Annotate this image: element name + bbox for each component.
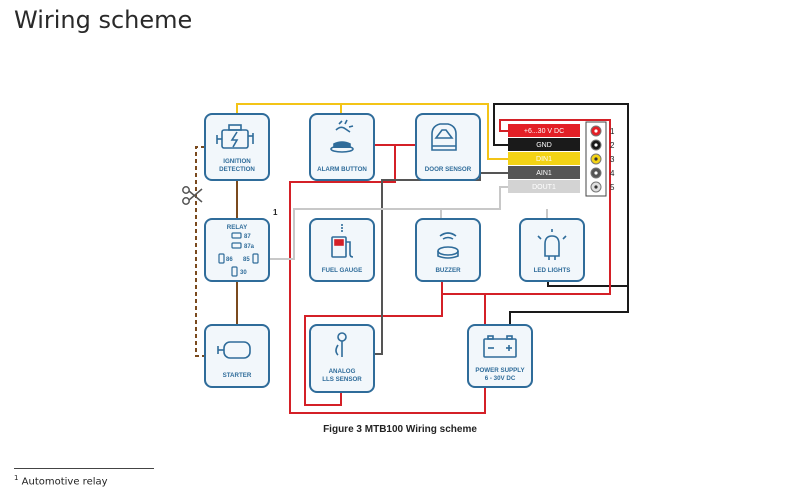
power-label-2: 6 - 30V DC — [485, 375, 516, 382]
analog-lls-sensor-box: ANALOG LLS SENSOR — [309, 324, 375, 393]
figure-caption: Figure 3 MTB100 Wiring scheme — [323, 424, 477, 435]
footnote: 1 Automotive relay — [14, 474, 108, 487]
battery-icon — [483, 335, 517, 358]
door-label: DOOR SENSOR — [425, 166, 472, 173]
relay-title: RELAY — [227, 224, 248, 231]
pin-3-label: DIN1 — [536, 156, 552, 163]
ignition-label-1: IGNITION — [223, 158, 251, 165]
pin-4-label: AIN1 — [536, 170, 552, 177]
led-label: LED LIGHTS — [534, 267, 571, 274]
analog-label-1: ANALOG — [329, 368, 356, 375]
fuel-pump-icon — [331, 224, 354, 258]
wire-power-e — [304, 294, 443, 406]
relay-pin-87: 87 — [244, 234, 251, 240]
wire-gnd — [493, 103, 629, 325]
probe-icon — [335, 332, 347, 357]
engine-icon — [216, 124, 254, 149]
starter-box: STARTER — [204, 324, 270, 388]
alarm-label: ALARM BUTTON — [317, 166, 367, 173]
fuel-label: FUEL GAUGE — [322, 267, 362, 274]
footnote-text: Automotive relay — [21, 476, 108, 488]
led-lights-box: LED LIGHTS — [519, 218, 585, 282]
fuel-gauge-box: FUEL GAUGE — [309, 218, 375, 282]
alarm-button-icon — [330, 119, 354, 153]
buzzer-label: BUZZER — [435, 267, 461, 274]
relay-pin-87a: 87a — [244, 244, 255, 250]
starter-icon — [217, 341, 251, 359]
buzzer-icon — [437, 232, 459, 259]
pin-5-number: 5 — [610, 183, 615, 192]
footnote-number: 1 — [14, 474, 19, 482]
pin-4-number: 4 — [610, 169, 615, 178]
relay-pin-86: 86 — [226, 257, 233, 263]
car-door-icon — [431, 123, 457, 151]
power-supply-box: POWER SUPPLY 6 - 30V DC — [467, 324, 533, 388]
power-label-1: POWER SUPPLY — [475, 367, 525, 374]
scissors-icon — [182, 186, 203, 205]
relay-pin-85: 85 — [243, 257, 250, 263]
relay-pin-30: 30 — [240, 270, 247, 276]
pin-2-label: GND — [536, 142, 552, 149]
ignition-label-2: DETECTION — [219, 166, 255, 173]
analog-label-2: LLS SENSOR — [322, 376, 362, 383]
lightbulb-icon — [537, 229, 567, 260]
wire-din1 — [236, 103, 508, 160]
relay-box: RELAY 87 87a 86 85 30 — [204, 218, 270, 282]
pin-1-label: +6...30 V DC — [524, 128, 564, 135]
pin-3-number: 3 — [610, 155, 615, 164]
ignition-detection-box: IGNITION DETECTION — [204, 113, 270, 181]
door-sensor-box: DOOR SENSOR — [415, 113, 481, 181]
footnote-marker: 1 — [273, 208, 278, 217]
pin-5-label: DOUT1 — [532, 184, 556, 191]
alarm-button-box: ALARM BUTTON — [309, 113, 375, 181]
pin-2-number: 2 — [610, 141, 615, 150]
pin-1-number: 1 — [610, 127, 615, 136]
buzzer-box: BUZZER — [415, 218, 481, 282]
wire-relay-dashed — [195, 146, 205, 357]
footnote-divider — [14, 468, 154, 469]
connector: +6...30 V DC GND DIN1 AIN1 DOUT1 1 2 3 4… — [508, 121, 615, 197]
wire-dout1 — [260, 186, 508, 260]
starter-label: STARTER — [223, 372, 252, 379]
page-title: Wiring scheme — [14, 6, 193, 34]
